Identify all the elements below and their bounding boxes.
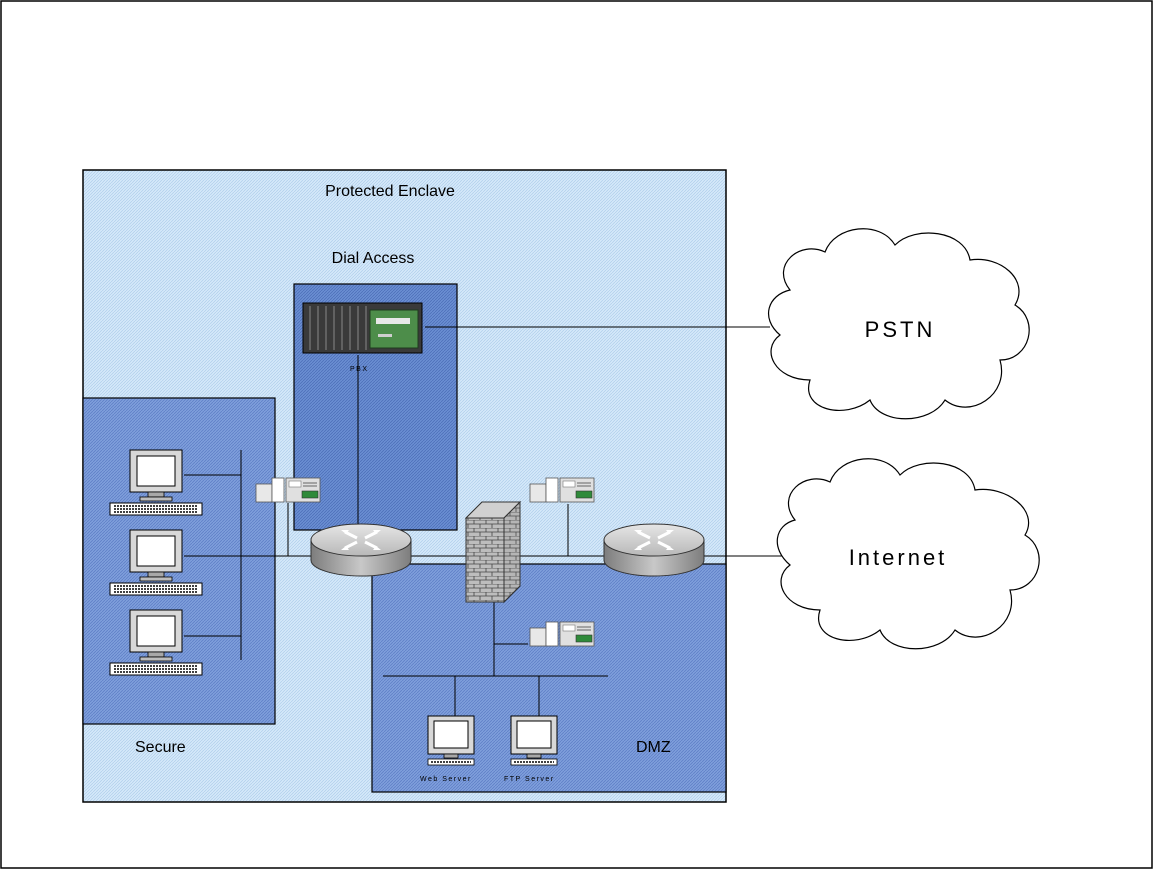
ftp-server-label: FTP Server bbox=[504, 776, 555, 783]
internal-router bbox=[309, 522, 413, 578]
pbx-label: PBX bbox=[350, 366, 369, 373]
border-router bbox=[602, 522, 706, 578]
dmz-zone bbox=[371, 563, 727, 793]
firewall bbox=[464, 500, 522, 604]
pstn-cloud bbox=[768, 228, 1030, 420]
pbx-device bbox=[302, 302, 423, 354]
secure-label: Secure bbox=[135, 739, 186, 756]
pstn-label: PSTN bbox=[865, 317, 936, 342]
internet-cloud bbox=[776, 458, 1040, 650]
dial-access-label: Dial Access bbox=[332, 250, 415, 267]
network-links bbox=[184, 326, 790, 716]
internet-label: Internet bbox=[849, 545, 948, 570]
web-server-label: Web Server bbox=[420, 776, 472, 783]
dmz-label: DMZ bbox=[636, 739, 671, 756]
enclave-label: Protected Enclave bbox=[325, 183, 455, 200]
